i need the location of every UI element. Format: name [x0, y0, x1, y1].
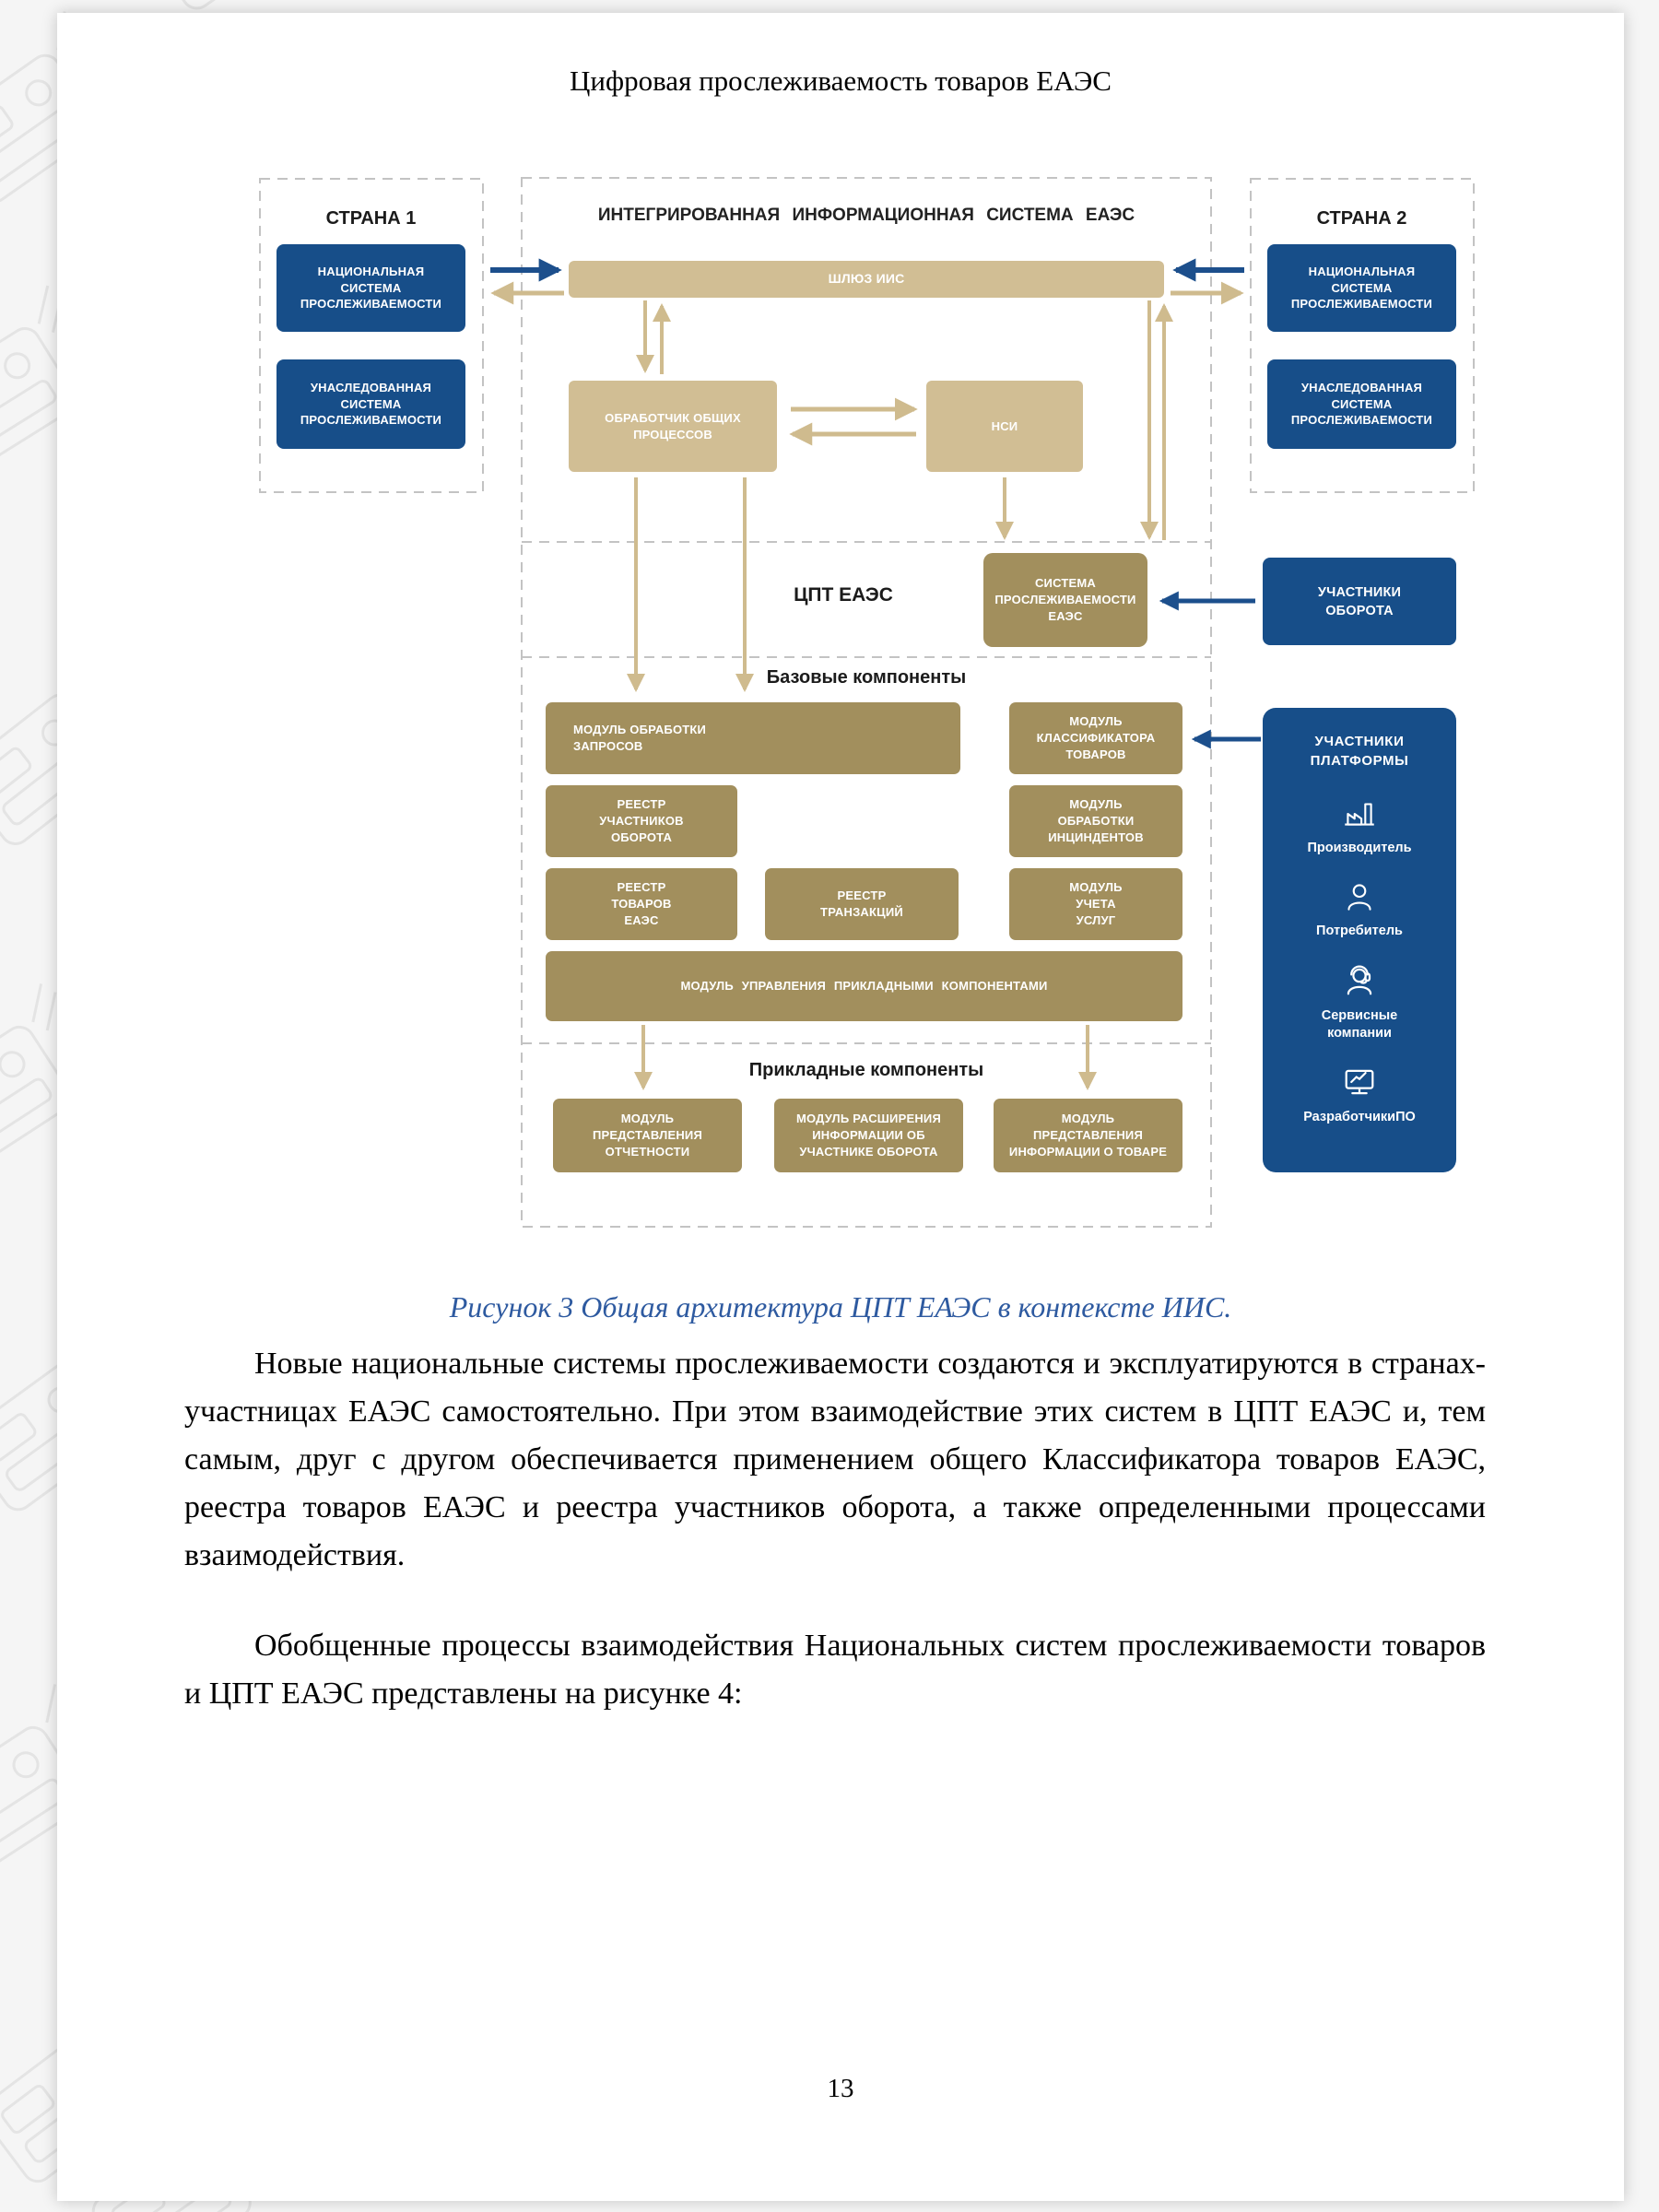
country1-national-system-box: НАЦИОНАЛЬНАЯ СИСТЕМА ПРОСЛЕЖИВАЕМОСТИ	[276, 244, 465, 332]
common-process-handler-box: ОБРАБОТЧИК ОБЩИХ ПРОЦЕССОВ	[569, 381, 777, 472]
paragraph-1: Новые национальные системы прослеживаемо…	[184, 1347, 1486, 1572]
country2-legacy-system-box: УНАСЛЕДОВАННАЯ СИСТЕМА ПРОСЛЕЖИВАЕМОСТИ	[1267, 359, 1456, 449]
factory-icon	[1345, 803, 1374, 826]
module-goods-info-box: МОДУЛЬ ПРЕДСТАВЛЕНИЯ ИНФОРМАЦИИ О ТОВАРЕ	[994, 1099, 1182, 1172]
platform-item-manufacturer: Производитель	[1307, 794, 1412, 857]
country1-legacy-system-box: УНАСЛЕДОВАННАЯ СИСТЕМА ПРОСЛЕЖИВАЕМОСТИ	[276, 359, 465, 449]
platform-participants-panel: УЧАСТНИКИ ПЛАТФОРМЫ Производитель Потреб…	[1263, 708, 1456, 1172]
page-number: 13	[827, 2074, 854, 2103]
registry-eaeu-goods-box: РЕЕСТР ТОВАРОВ ЕАЭС	[546, 868, 737, 940]
base-components-label: Базовые компоненты	[766, 667, 967, 688]
registry-turnover-participants-box: РЕЕСТР УЧАСТНИКОВ ОБОРОТА	[546, 785, 737, 857]
support-agent-icon	[1347, 965, 1372, 995]
module-reporting-box: МОДУЛЬ ПРЕДСТАВЛЕНИЯ ОТЧЕТНОСТИ	[553, 1099, 742, 1172]
iis-dashed-frame	[521, 177, 1212, 1228]
person-icon	[1347, 884, 1371, 911]
applied-components-label: Прикладные компоненты	[748, 1060, 984, 1080]
registry-transactions-box: РЕЕСТР ТРАНЗАКЦИЙ	[765, 868, 959, 940]
iis-gateway-box: ШЛЮЗ ИИС	[569, 261, 1164, 298]
turnover-participants-box: УЧАСТНИКИ ОБОРОТА	[1263, 558, 1456, 645]
platform-item-software-developers: РазработчикиПО	[1303, 1062, 1416, 1126]
document-page: Цифровая прослеживаемость товаров ЕАЭС	[57, 13, 1624, 2201]
country2-title: СТРАНА 2	[1316, 208, 1407, 229]
country2-dashed-frame	[1250, 178, 1475, 493]
platform-item-consumer: Потребитель	[1316, 877, 1403, 940]
country1-title: СТРАНА 1	[325, 208, 417, 229]
module-applied-components-management-box: МОДУЛЬ УПРАВЛЕНИЯ ПРИКЛАДНЫМИ КОМПОНЕНТА…	[546, 951, 1182, 1021]
module-goods-classifier-box: МОДУЛЬ КЛАССИФИКАТОРА ТОВАРОВ	[1009, 702, 1182, 774]
diagram-lines-and-arrows	[259, 177, 1475, 1228]
document-header: Цифровая прослеживаемость товаров ЕАЭС	[570, 65, 1112, 97]
module-service-accounting-box: МОДУЛЬ УЧЕТА УСЛУГ	[1009, 868, 1182, 940]
platform-item-service-companies: Сервисные компании	[1322, 960, 1397, 1042]
figure-caption: Рисунок 3 Общая архитектура ЦПТ ЕАЭС в к…	[449, 1290, 1232, 1324]
monitor-icon	[1345, 1070, 1374, 1095]
paragraph-2: Обобщенные процессы взаимодействия Нацио…	[184, 1629, 1486, 1711]
iis-title: ИНТЕГРИРОВАННАЯ ИНФОРМАЦИОННАЯ СИСТЕМА Е…	[597, 206, 1135, 225]
nsi-box: НСИ	[926, 381, 1083, 472]
module-request-processing-box: МОДУЛЬ ОБРАБОТКИ ЗАПРОСОВ	[546, 702, 960, 774]
country2-national-system-box: НАЦИОНАЛЬНАЯ СИСТЕМА ПРОСЛЕЖИВАЕМОСТИ	[1267, 244, 1456, 332]
eaeu-traceability-system-box: СИСТЕМА ПРОСЛЕЖИВАЕМОСТИ ЕАЭС	[983, 553, 1147, 647]
cpt-label: ЦПТ ЕАЭС	[794, 584, 893, 606]
country1-dashed-frame	[259, 178, 484, 493]
body-text: Новые национальные системы прослеживаемо…	[184, 1340, 1486, 1718]
architecture-diagram: СТРАНА 1 НАЦИОНАЛЬНАЯ СИСТЕМА ПРОСЛЕЖИВА…	[258, 175, 1484, 1235]
platform-participants-title: УЧАСТНИКИ ПЛАТФОРМЫ	[1310, 734, 1409, 769]
module-participant-info-extension-box: МОДУЛЬ РАСШИРЕНИЯ ИНФОРМАЦИИ ОБ УЧАСТНИК…	[774, 1099, 963, 1172]
module-incident-processing-box: МОДУЛЬ ОБРАБОТКИ ИНЦИНДЕНТОВ	[1009, 785, 1182, 857]
